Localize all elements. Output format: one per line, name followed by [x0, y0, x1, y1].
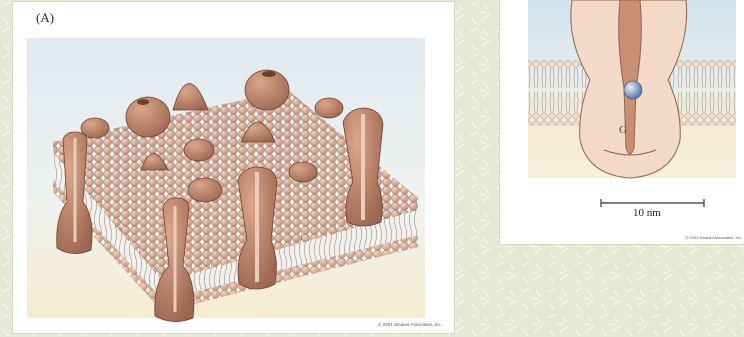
copyright-notice: © 2001 Sinauer Associates, Inc.	[685, 235, 742, 240]
scale-bar	[601, 199, 704, 207]
copyright-notice: © 2001 Sinauer Associates, Inc.	[378, 322, 442, 327]
membrane-illustration	[13, 2, 454, 333]
channel-section-panel: G 10 nm © 2001 Sinauer Associates, Inc.	[500, 0, 744, 244]
membrane-figure-panel: (A)	[13, 2, 454, 333]
ion-sphere	[624, 81, 642, 99]
gate-label: G	[619, 124, 627, 136]
scale-bar-label: 10 nm	[633, 207, 661, 219]
channel-cross-section	[500, 0, 744, 244]
